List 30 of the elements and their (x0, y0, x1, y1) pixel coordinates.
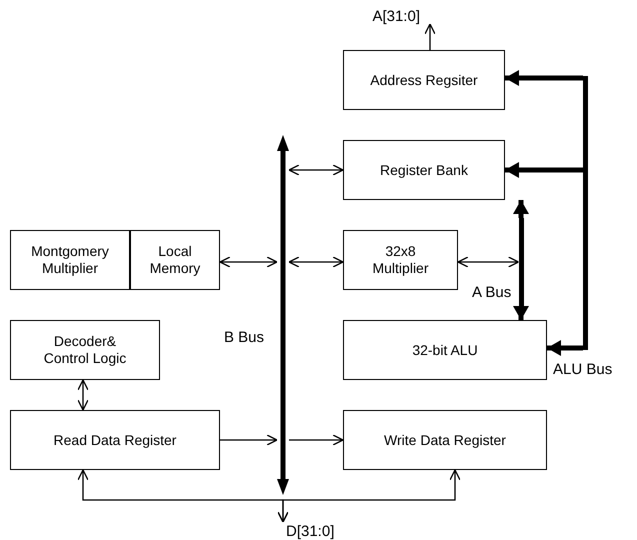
bus-arrow (513, 306, 529, 320)
arrow (424, 23, 436, 50)
bus-arrow (505, 70, 583, 86)
bus-arrow (505, 162, 583, 178)
bus-label: ALU Bus (553, 361, 612, 378)
arrow (288, 164, 344, 176)
bus-label: A Bus (472, 284, 512, 301)
arrow (220, 434, 278, 446)
block-box: Read Data Register (10, 410, 220, 470)
block-box: 32x8 Multiplier (343, 230, 458, 290)
arrow (289, 434, 344, 446)
arrow (77, 379, 89, 411)
bus-arrow (513, 200, 529, 218)
block-box: Decoder& Control Logic (10, 320, 160, 380)
bus-arrow (547, 340, 583, 356)
bus-bar (583, 76, 588, 350)
block-box: Write Data Register (343, 410, 547, 470)
block-box: 32-bit ALU (343, 320, 547, 380)
block-box: Local Memory (130, 230, 220, 290)
signal-label: D[31:0] (276, 522, 346, 539)
arrow (219, 256, 278, 268)
block-box: Montgomery Multiplier (10, 230, 130, 290)
signal-label: A[31:0] (362, 4, 436, 24)
bus-bar (277, 135, 289, 495)
arrow (288, 256, 344, 268)
arrow (277, 469, 461, 523)
block-box: Address Regsiter (343, 50, 505, 110)
bus-label: B Bus (224, 329, 264, 346)
arrow (457, 256, 520, 268)
block-box: Register Bank (343, 140, 505, 200)
